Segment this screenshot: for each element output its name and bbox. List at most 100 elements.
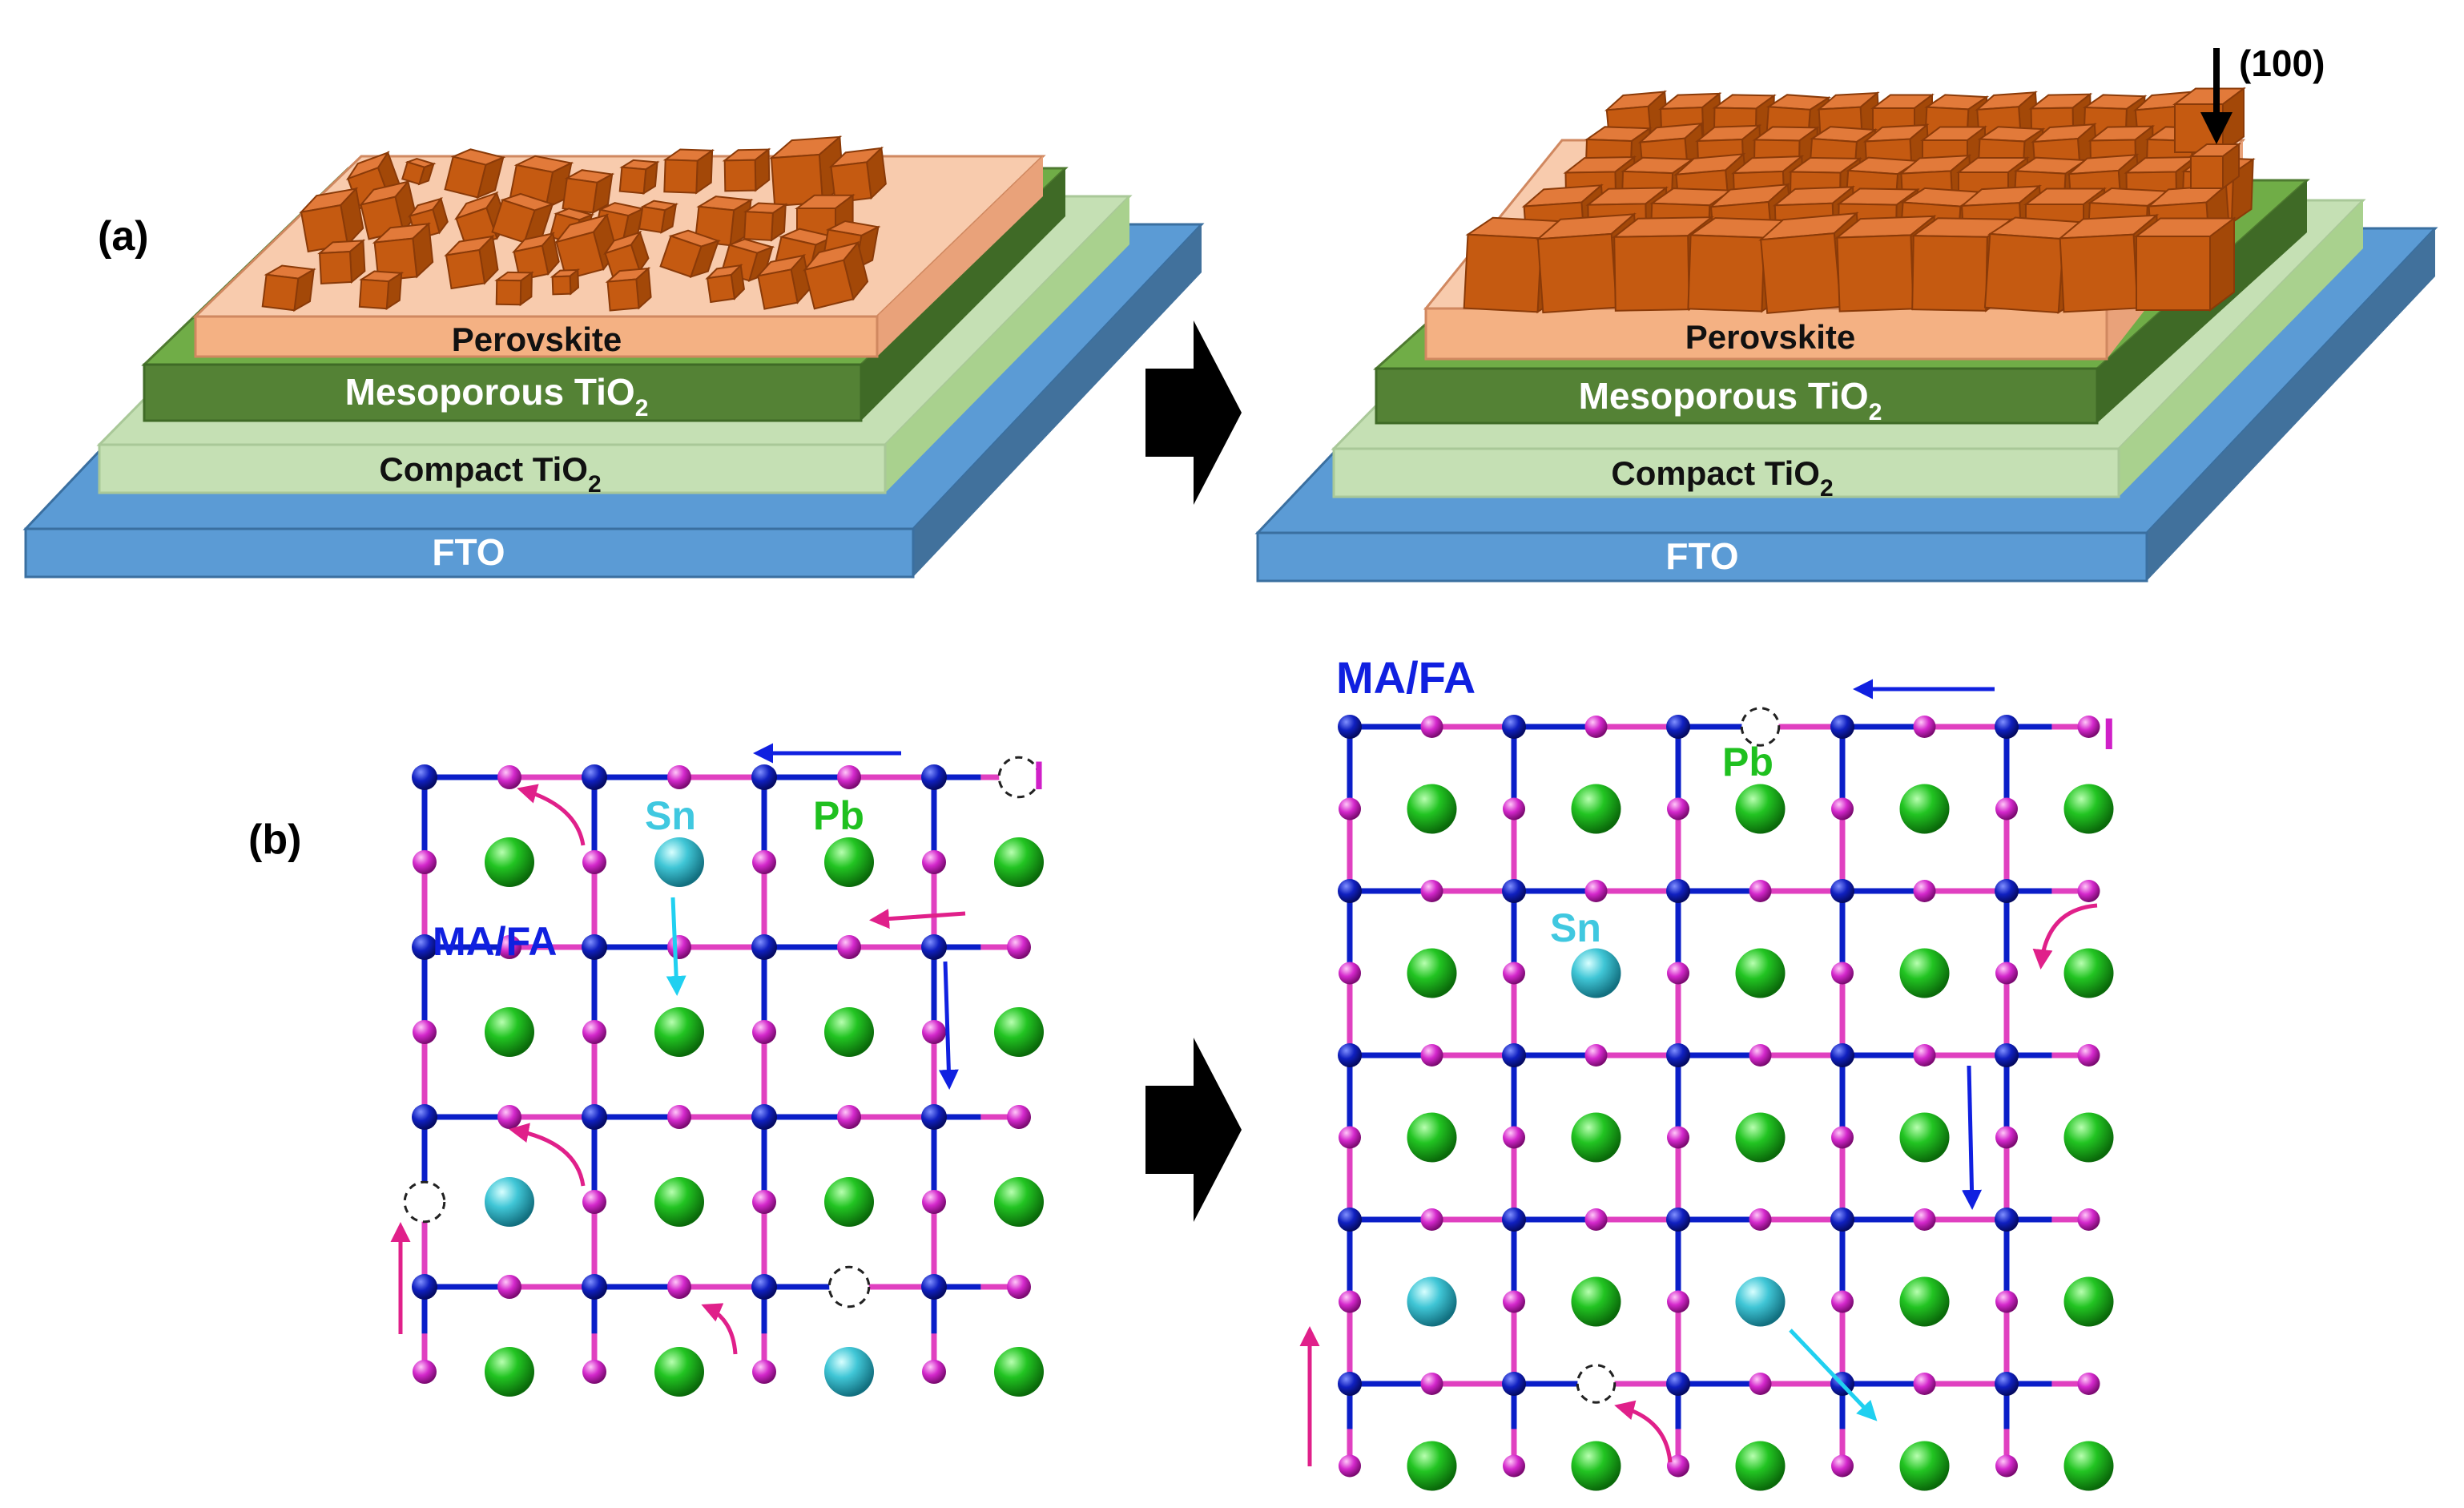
pb-atom-2-3 [1899, 1112, 1950, 1163]
iodide-h-0-4 [2077, 716, 2100, 738]
transition-arrow-b [1145, 1038, 1242, 1222]
perovskite-layer-front-right [1424, 307, 2108, 361]
iodide-h-0-1 [1584, 716, 1608, 738]
fto-layer-front-right [1256, 531, 2148, 583]
fto-layer-side [913, 224, 1202, 577]
cation-node-1-1 [582, 934, 607, 960]
mesoporous-layer-side [861, 168, 1065, 421]
cation-node-1-4 [1995, 879, 2019, 903]
pb-atom-4-3 [1899, 1441, 1950, 1491]
compact-layer-side [885, 196, 1129, 493]
pb-atom-4-1 [1571, 1441, 1621, 1491]
halide-label-right: I [2103, 708, 2116, 759]
iodide-v-1-0 [413, 1020, 437, 1044]
cation-node-2-1 [1502, 1043, 1526, 1067]
cation-node-0-1 [582, 764, 607, 790]
grain-large-4-7-front [1983, 232, 2065, 314]
pb-atom-0-2 [1735, 784, 1786, 834]
cation-label-left: MA/FA [433, 919, 558, 964]
grain-large-4-1-front [1536, 232, 1618, 314]
iodide-v-4-0 [1339, 1454, 1361, 1478]
cation-node-4-0 [1338, 1372, 1362, 1396]
fto-layer-front [24, 527, 915, 579]
iodide-v-0-3 [1831, 797, 1854, 821]
cation-node-1-2 [1666, 879, 1690, 903]
lattice-after [1338, 707, 2114, 1491]
grain-small-36 [705, 264, 745, 304]
arrow-blue-left-vertical [938, 961, 959, 1090]
iodide-h-1-2 [1749, 880, 1772, 902]
grain-large-4-2-front [1613, 235, 1690, 312]
sn-atom-0-1 [654, 837, 704, 887]
cation-label-right: MA/FA [1336, 652, 1476, 703]
mesoporous-subscript-right: 2 [1869, 399, 1882, 425]
cation-node-0-4 [1995, 715, 2019, 739]
pb-atom-0-2 [824, 837, 874, 887]
grain-small-9 [828, 146, 887, 204]
grain-small-19-front [743, 211, 774, 241]
iodide-v-0-3 [922, 850, 946, 874]
mesoporous-label: Mesoporous TiO2 [345, 371, 649, 421]
compact-label-right-text: Compact TiO [1611, 454, 1820, 492]
sn-atom-2-0 [485, 1177, 534, 1227]
vacancy-h-0-3 [997, 756, 1041, 799]
iodide-h-0-2 [837, 765, 861, 789]
grain-small-6 [662, 148, 715, 195]
grain-small-7-front [723, 159, 757, 192]
iodide-h-0-1 [667, 765, 691, 789]
iodide-v-3-3 [1831, 1290, 1854, 1313]
iodide-h-1-3 [1007, 935, 1031, 959]
grain-small-6-front [663, 159, 699, 194]
mesoporous-subscript: 2 [635, 395, 649, 421]
cation-node-0-2 [1666, 715, 1690, 739]
grain-small-2-front [444, 155, 487, 199]
pb-atom-3-3 [1899, 1276, 1950, 1327]
cation-node-1-0 [412, 934, 437, 960]
iodide-v-2-2 [752, 1190, 776, 1214]
iodide-h-1-1 [1584, 880, 1608, 902]
iodide-v-0-2 [752, 850, 776, 874]
iodide-v-1-0 [1339, 962, 1361, 985]
iodide-v-1-2 [752, 1020, 776, 1044]
migration-arrows [390, 679, 2098, 1466]
cation-node-4-2 [1666, 1372, 1690, 1396]
iodide-v-3-3 [922, 1360, 946, 1384]
cation-node-2-2 [1666, 1043, 1690, 1067]
iodide-v-2-3 [922, 1190, 946, 1214]
vacancy-h-3-2 [827, 1265, 871, 1308]
grain-small-5 [618, 159, 660, 196]
grain-small-10 [299, 187, 364, 253]
arrow-blue-right-vertical [1962, 1065, 1983, 1210]
grain-large-4-9 [2134, 216, 2237, 312]
grain-large-edge-2-front [2190, 155, 2224, 189]
cation-node-3-4 [1995, 1208, 2019, 1232]
grain-small-37-front [757, 268, 799, 310]
arrow-magenta-left-1 [869, 909, 966, 929]
grain-small-1 [401, 158, 437, 186]
iodide-h-1-1 [667, 935, 691, 959]
cation-node-1-3 [1830, 879, 1854, 903]
fto-layer-side-right [2147, 228, 2435, 581]
grain-small-35 [605, 266, 652, 312]
cation-node-3-0 [1338, 1208, 1362, 1232]
pb-atom-1-1 [654, 1007, 704, 1057]
iodide-h-4-0 [1420, 1373, 1443, 1395]
pb-atom-3-1 [654, 1347, 704, 1397]
iodide-h-1-2 [837, 935, 861, 959]
iodide-h-4-2 [1749, 1373, 1772, 1395]
perovskite-grains-large [1463, 87, 2256, 315]
perovskite-label: Perovskite [452, 321, 622, 358]
compact-subscript: 2 [588, 471, 602, 498]
cation-node-3-3 [921, 1274, 947, 1300]
grain-small-27-front [659, 235, 703, 278]
iodide-h-3-3 [1913, 1208, 1936, 1231]
mesoporous-label-text: Mesoporous TiO [345, 371, 635, 413]
pb-atom-0-4 [2063, 784, 2114, 834]
grain-small-14-front [491, 199, 536, 244]
pb-atom-1-0 [1407, 948, 1457, 998]
pb-atom-1-3 [1899, 948, 1950, 998]
arrow-magenta-curve-right [2032, 903, 2098, 970]
compact-label: Compact TiO2 [379, 450, 601, 498]
grain-small-5-front [618, 166, 647, 195]
compact-layer-front [98, 443, 887, 494]
